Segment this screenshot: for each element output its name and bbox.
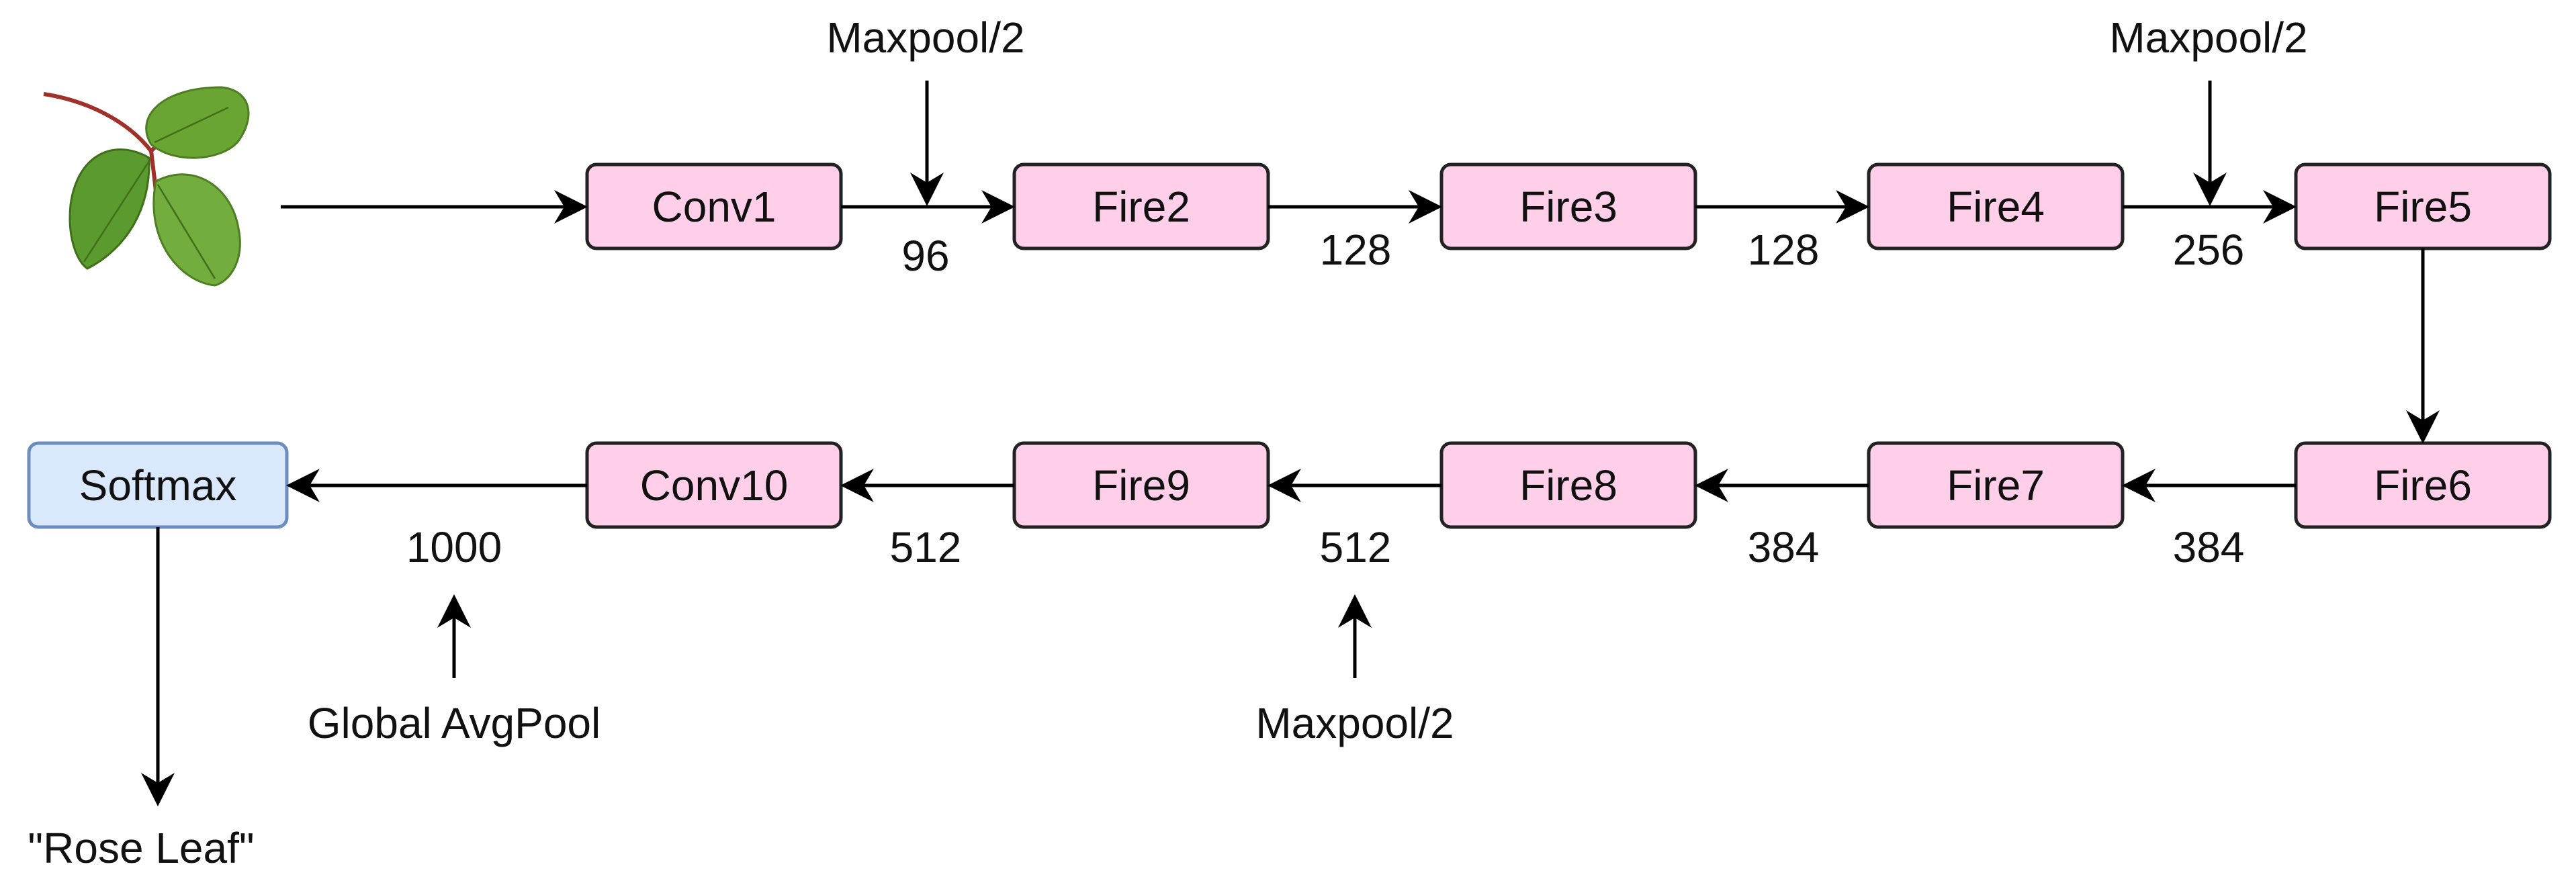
fire9-box: Fire9 — [1012, 441, 1270, 529]
channels-after-fire8: 512 — [1320, 523, 1392, 571]
channels-after-conv10: 1000 — [406, 523, 502, 571]
fire9-label: Fire9 — [1092, 461, 1190, 510]
conv10-label: Conv10 — [640, 461, 789, 510]
conv1-label: Conv1 — [652, 183, 776, 231]
fire2-box: Fire2 — [1012, 162, 1270, 250]
output-prediction: "Rose Leaf" — [28, 824, 254, 872]
channels-after-fire9: 512 — [890, 523, 962, 571]
maxpool-label-3: Maxpool/2 — [1255, 699, 1454, 747]
fire4-box: Fire4 — [1867, 162, 2125, 250]
channels-after-conv1: 96 — [901, 232, 949, 280]
channels-after-fire6: 384 — [2173, 523, 2245, 571]
maxpool-label-2: Maxpool/2 — [2109, 13, 2307, 62]
conv10-box: Conv10 — [585, 441, 843, 529]
fire7-label: Fire7 — [1947, 461, 2045, 510]
softmax-box: Softmax — [27, 441, 289, 529]
fire3-label: Fire3 — [1519, 183, 1617, 231]
softmax-label: Softmax — [79, 461, 237, 510]
fire7-box: Fire7 — [1867, 441, 2125, 529]
channels-after-fire3: 128 — [1748, 226, 1820, 274]
input-leaf-image — [43, 86, 250, 287]
fire6-box: Fire6 — [2294, 441, 2552, 529]
channels-after-fire2: 128 — [1320, 226, 1392, 274]
conv1-box: Conv1 — [585, 162, 843, 250]
fire5-label: Fire5 — [2374, 183, 2472, 231]
leaf-veins — [83, 106, 229, 279]
leaf-left — [69, 148, 150, 270]
fire5-box: Fire5 — [2294, 162, 2552, 250]
fire8-label: Fire8 — [1519, 461, 1617, 510]
fire8-box: Fire8 — [1439, 441, 1697, 529]
leaf-right — [152, 173, 241, 287]
fire6-label: Fire6 — [2374, 461, 2472, 510]
global-avgpool-label: Global AvgPool — [308, 699, 601, 747]
channels-after-fire4: 256 — [2173, 226, 2245, 274]
channels-after-fire7: 384 — [1748, 523, 1820, 571]
fire2-label: Fire2 — [1092, 183, 1190, 231]
maxpool-label-1: Maxpool/2 — [826, 13, 1024, 62]
fire3-box: Fire3 — [1439, 162, 1697, 250]
fire4-label: Fire4 — [1947, 183, 2045, 231]
